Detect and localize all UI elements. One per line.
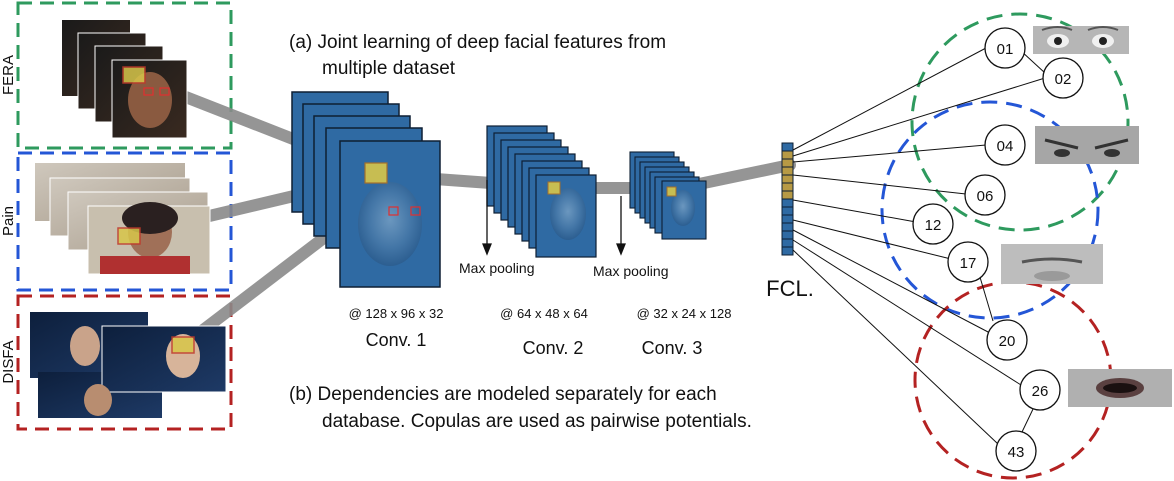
fera-au-group — [910, 12, 1130, 232]
conv2-name: Conv. 2 — [523, 338, 584, 358]
pool2-arrow — [616, 196, 626, 256]
au-node-26: 26 — [1019, 369, 1061, 411]
conv3-highlight-patch — [666, 186, 677, 197]
au-node-02-label: 02 — [1055, 71, 1072, 88]
au-node-43: 43 — [995, 430, 1037, 472]
fcl-label: FCL. — [766, 276, 814, 301]
conv1-face — [358, 182, 422, 266]
fcl-column — [781, 142, 794, 256]
conv3-name: Conv. 3 — [642, 338, 703, 358]
conv1-name: Conv. 1 — [366, 330, 427, 350]
fcl-to-au-edges — [792, 47, 1046, 445]
conv3-face — [671, 190, 695, 226]
au-node-12: 12 — [912, 203, 954, 245]
caption-b-line2: database. Copulas are used as pairwise p… — [322, 411, 752, 432]
conv2-highlight-patch — [547, 181, 561, 195]
pool2-label: Max pooling — [593, 263, 669, 279]
conv3-dims: @ 32 x 24 x 128 — [637, 306, 732, 321]
au-node-17-label: 17 — [960, 255, 977, 272]
mouth-patch — [1068, 369, 1172, 407]
pain-au-group — [880, 100, 1100, 320]
fera-dataset-box — [16, 1, 233, 150]
conv1-dims: @ 128 x 96 x 32 — [349, 306, 444, 321]
fera-label: FERA — [0, 55, 17, 95]
conv2-stack — [486, 125, 597, 258]
caption-b-line1: (b) Dependencies are modeled separately … — [289, 384, 717, 405]
frown-patch — [1035, 126, 1139, 164]
au-node-43-label: 43 — [1008, 444, 1025, 461]
au-node-01: 01 — [984, 27, 1026, 69]
au-node-26-label: 26 — [1032, 383, 1049, 400]
disfa-dataset-box — [16, 294, 233, 431]
conv2-dims: @ 64 x 48 x 64 — [500, 306, 588, 321]
au-node-20-label: 20 — [999, 333, 1016, 350]
caption-a-line1: (a) Joint learning of deep facial featur… — [289, 32, 666, 53]
pain-image-stack — [35, 163, 211, 275]
fera-highlight-patch — [122, 66, 146, 84]
au-node-04-label: 04 — [997, 138, 1014, 155]
conv1-highlight-patch — [364, 162, 388, 184]
au-node-12-label: 12 — [925, 217, 942, 234]
pain-highlight-patch — [117, 227, 141, 245]
au-node-02: 02 — [1042, 57, 1084, 99]
pool1-arrow — [482, 180, 492, 256]
fera-image-stack — [62, 20, 188, 139]
au-node-04: 04 — [984, 124, 1026, 166]
au-node-06-label: 06 — [977, 188, 994, 205]
au-node-06: 06 — [964, 174, 1006, 216]
pool1-label: Max pooling — [459, 260, 535, 276]
conv2-face — [550, 188, 586, 240]
eyes-patch — [1033, 26, 1129, 54]
au-node-17: 17 — [947, 241, 989, 283]
fera-face — [128, 72, 172, 128]
caption-a-line2: multiple dataset — [322, 58, 456, 79]
feature-flow-connector — [374, 159, 796, 194]
disfa-image-stack — [30, 312, 227, 418]
pain-label: Pain — [0, 206, 17, 236]
au-node-20: 20 — [986, 319, 1028, 361]
conv1-stack — [291, 91, 441, 288]
disfa-highlight-patch — [171, 336, 195, 354]
au-node-01-label: 01 — [997, 41, 1014, 58]
conv3-stack — [629, 151, 707, 240]
chin-patch — [1001, 244, 1103, 284]
disfa-label: DISFA — [0, 340, 17, 383]
